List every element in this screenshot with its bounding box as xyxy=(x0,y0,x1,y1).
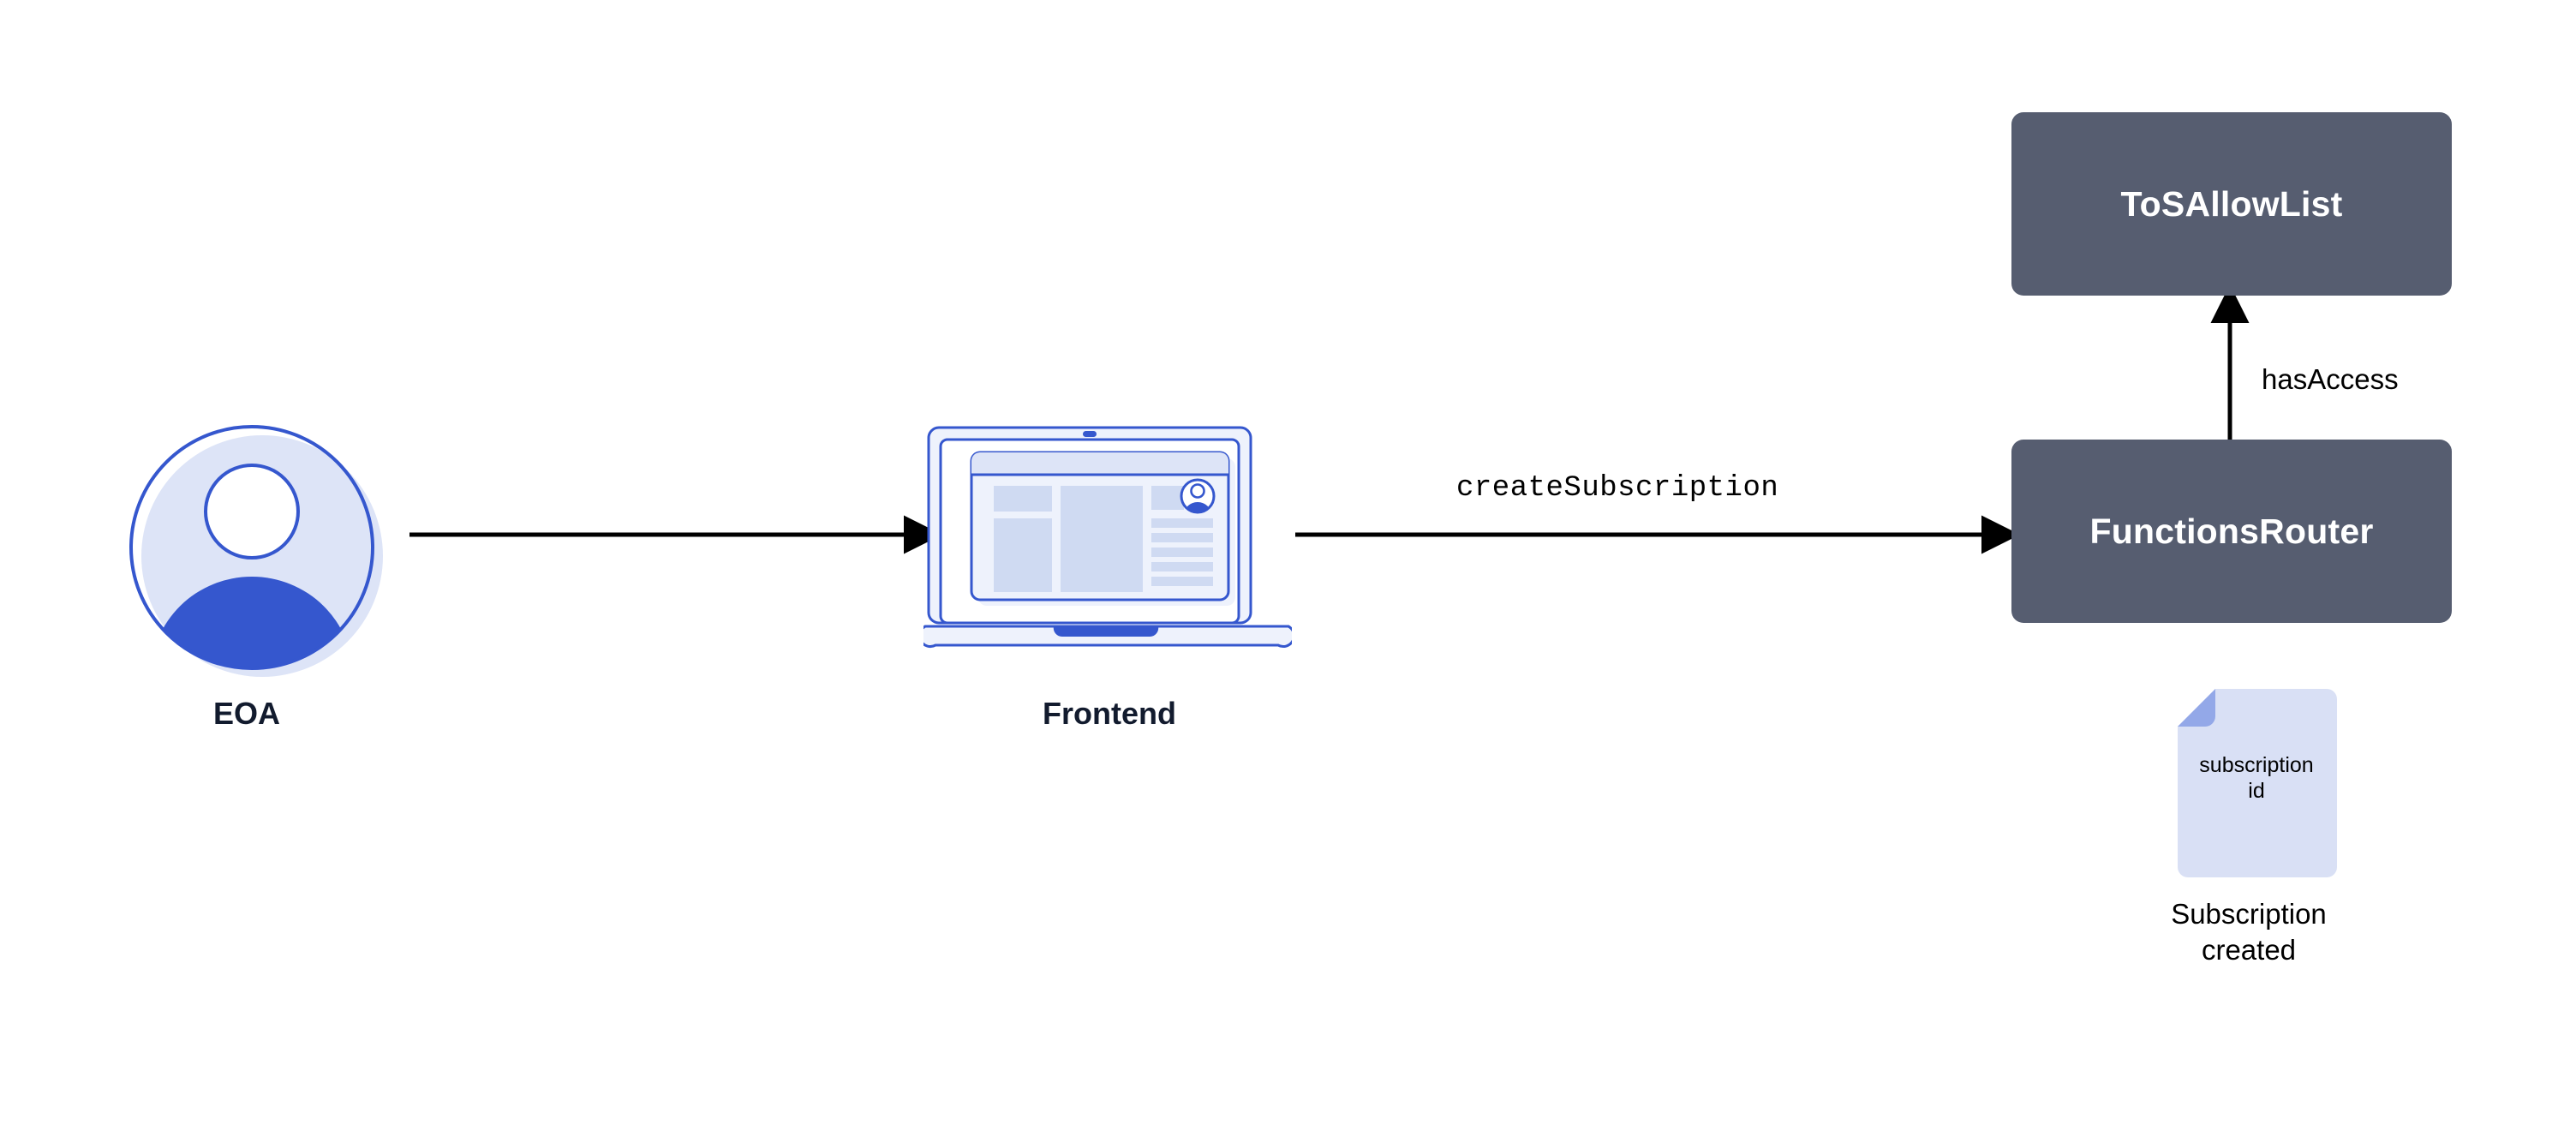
edge-label-has-access: hasAccess xyxy=(2262,363,2399,395)
node-functions-router-label: FunctionsRouter xyxy=(2089,511,2374,551)
node-tos-allow-list[interactable]: ToSAllowList xyxy=(2011,112,2452,296)
laptop-icon xyxy=(923,424,1292,673)
subscription-created-line-1: Subscription xyxy=(2171,898,2327,930)
screen-avatar-icon xyxy=(1180,478,1216,514)
document-icon xyxy=(2176,685,2339,881)
node-functions-router[interactable]: FunctionsRouter xyxy=(2011,440,2452,623)
frontend-caption: Frontend xyxy=(1043,696,1176,731)
node-tos-allow-list-label: ToSAllowList xyxy=(2120,183,2343,224)
subscription-created-line-2: created xyxy=(2201,934,2297,966)
eoa-caption: EOA xyxy=(212,696,280,731)
edge-label-create-subscription: createSubscription xyxy=(1456,472,1779,505)
subscription-created-caption: Subscription created xyxy=(2103,896,2394,968)
user-avatar-icon xyxy=(123,419,389,685)
